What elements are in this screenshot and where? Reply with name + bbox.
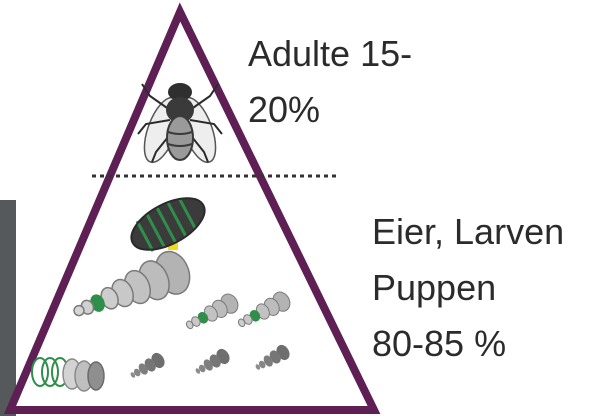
larva-icon (255, 344, 290, 370)
immature-stages-label: Eier, Larven (372, 211, 565, 252)
adult-percentage-label: Adulte 15- (248, 33, 413, 74)
adult-percentage-value: 20% (248, 89, 321, 130)
egg-cluster-icon (31, 357, 105, 392)
larva-icon (237, 291, 291, 328)
larva-icon (195, 348, 230, 374)
immature-stages-label-2: Puppen (372, 267, 497, 308)
immature-percentage-value: 80-85 % (372, 323, 507, 364)
larva-icon (130, 352, 165, 378)
larva-icon (73, 250, 191, 317)
larva-icon (185, 293, 239, 330)
fly-icon (137, 83, 223, 164)
pupa-icon (130, 197, 206, 252)
pyramid-outline (3, 2, 381, 414)
photo-strip (0, 200, 16, 416)
